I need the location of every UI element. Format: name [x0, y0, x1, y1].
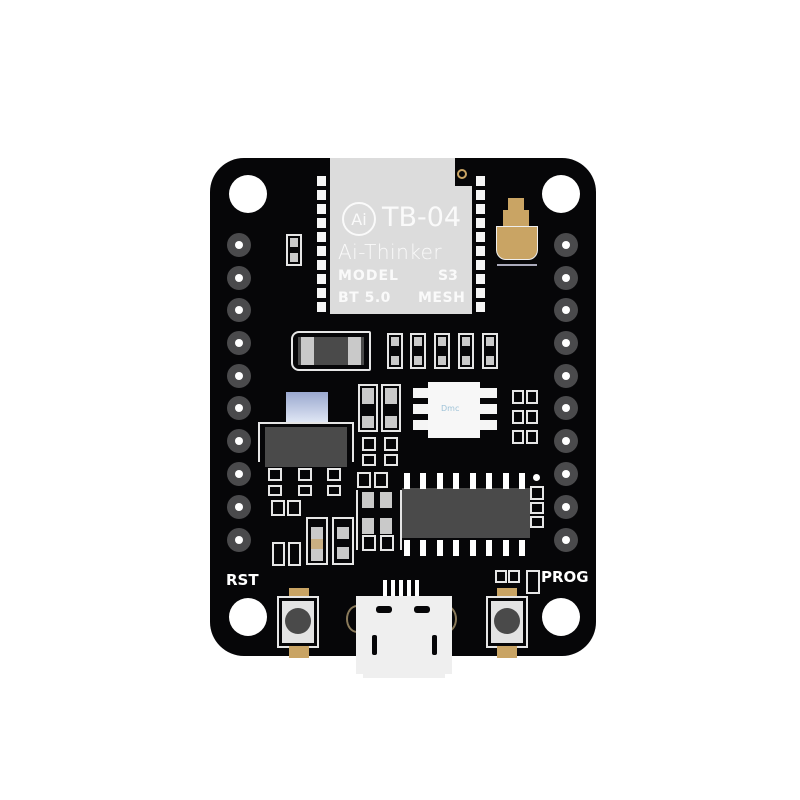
header-pin: [554, 364, 578, 388]
tb04-module: Ai TB-04 Ai-Thinker MODEL S3 BT 5.0 MESH: [330, 158, 472, 314]
mounting-hole-bottom-left: [229, 598, 267, 636]
fuse: [306, 517, 328, 565]
capacitor: [332, 517, 354, 565]
button-cap-icon: [285, 608, 311, 634]
header-pin: [227, 462, 251, 486]
header-pin: [227, 233, 251, 257]
crystal: [356, 490, 402, 550]
module-brand: Ai-Thinker: [338, 240, 443, 264]
header-pin: [554, 266, 578, 290]
header-pin: [554, 233, 578, 257]
mounting-hole-top-right: [542, 175, 580, 213]
capacitor: [271, 500, 285, 516]
capacitor: [288, 542, 301, 566]
mounting-hole-top-left: [229, 175, 267, 213]
resistor: [358, 384, 378, 432]
header-pin: [554, 331, 578, 355]
header-pin: [554, 462, 578, 486]
module-model-label: MODEL: [338, 268, 399, 284]
capacitor: [272, 542, 285, 566]
resistor: [286, 234, 302, 266]
module-model-name: TB-04: [382, 202, 462, 233]
header-pin: [554, 429, 578, 453]
header-pin: [227, 495, 251, 519]
ic-pin1-dot-icon: [533, 474, 540, 481]
header-pin: [554, 528, 578, 552]
header-pin: [227, 331, 251, 355]
pin1-marker-icon: [457, 169, 467, 179]
header-pin: [227, 298, 251, 322]
module-model-code: S3: [438, 268, 458, 284]
capacitor: [287, 500, 301, 516]
header-pin: [227, 364, 251, 388]
header-pin: [227, 266, 251, 290]
header-pin: [554, 298, 578, 322]
header-pin: [554, 495, 578, 519]
prog-label: PROG: [541, 568, 589, 586]
ai-logo-icon: Ai: [342, 202, 376, 236]
mounting-hole-bottom-right: [542, 598, 580, 636]
resistor: [381, 384, 401, 432]
diode-component: [291, 331, 371, 371]
header-pin: [227, 396, 251, 420]
header-pin: [227, 528, 251, 552]
led-marking: Dmc: [441, 404, 460, 413]
logo-text: Ai: [351, 209, 367, 229]
module-spec-bt: BT 5.0: [338, 290, 391, 306]
module-spec-mesh: MESH: [418, 290, 466, 306]
header-pin: [227, 429, 251, 453]
button-cap-icon: [494, 608, 520, 634]
rst-label: RST: [226, 571, 259, 589]
header-pin: [554, 396, 578, 420]
